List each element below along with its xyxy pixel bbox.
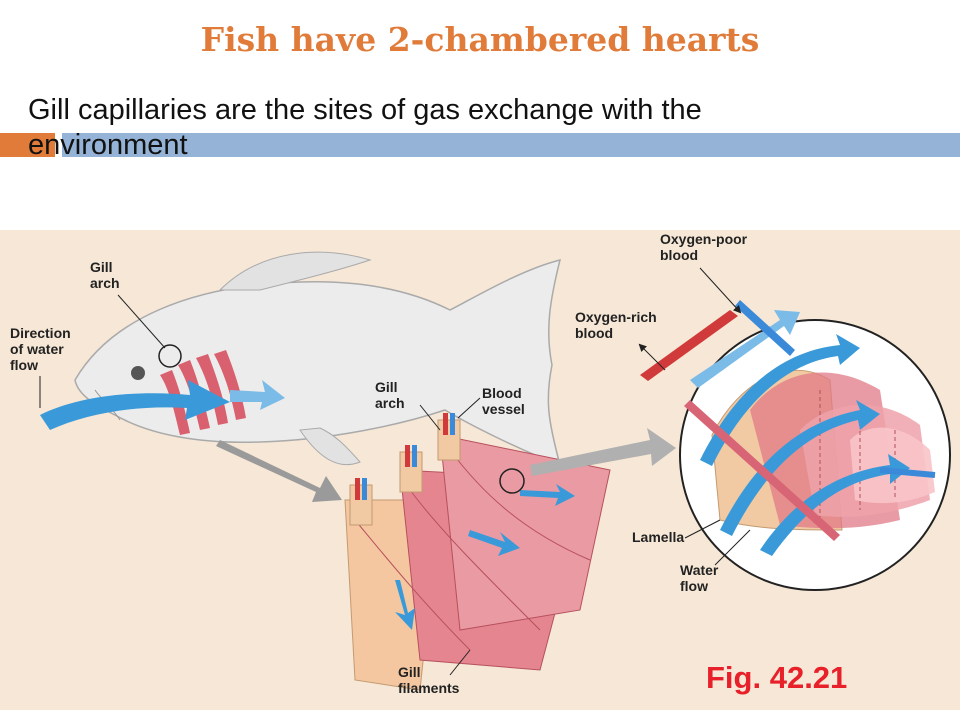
slide-title: Fish have 2-chambered hearts (200, 20, 760, 59)
label-oxygen-poor-2: blood (660, 247, 698, 263)
label-oxygen-rich-1: Oxygen-rich (575, 309, 657, 325)
label-gill-filaments-1: Gill (398, 664, 421, 680)
accent-bar-orange (0, 133, 55, 157)
water-outflow-arrow (230, 380, 285, 410)
figure-reference: Fig. 42.21 (706, 660, 848, 695)
water-inflow-arrow (40, 380, 230, 430)
label-water-direction-1: Direction (10, 325, 71, 341)
label-water-direction-2: of water (10, 341, 64, 357)
label-blood-vessel-1: Blood (482, 385, 522, 401)
fish-illustration (74, 251, 562, 467)
label-lamella: Lamella (632, 529, 684, 545)
gill-diagram-panel: Gill arch Direction of water flow Gill a… (0, 230, 960, 710)
zoom-arrow-2 (530, 428, 676, 476)
label-water-flow-1: Water (680, 562, 719, 578)
accent-bar-blue (62, 133, 960, 157)
label-water-flow-2: flow (680, 578, 708, 594)
label-oxygen-poor-1: Oxygen-poor (660, 231, 748, 247)
label-gill-arch-detail-2: arch (375, 395, 405, 411)
label-gill-arch-main-1: Gill (90, 259, 113, 275)
label-gill-filaments-2: filaments (398, 680, 460, 696)
label-gill-arch-main-2: arch (90, 275, 120, 291)
slide-subtitle: Gill capillaries are the sites of gas ex… (28, 94, 702, 161)
label-oxygen-rich-2: blood (575, 325, 613, 341)
gill-diagram: Gill arch Direction of water flow Gill a… (10, 231, 951, 696)
filament-callout-circle (499, 468, 525, 494)
label-water-direction-3: flow (10, 357, 38, 373)
label-blood-vessel-2: vessel (482, 401, 525, 417)
lamella-detail (640, 300, 951, 591)
gill-arch-callout-circle (158, 344, 182, 368)
gill-filament-detail (344, 413, 611, 691)
zoom-arrow-1 (216, 440, 342, 502)
label-gill-arch-detail-1: Gill (375, 379, 398, 395)
